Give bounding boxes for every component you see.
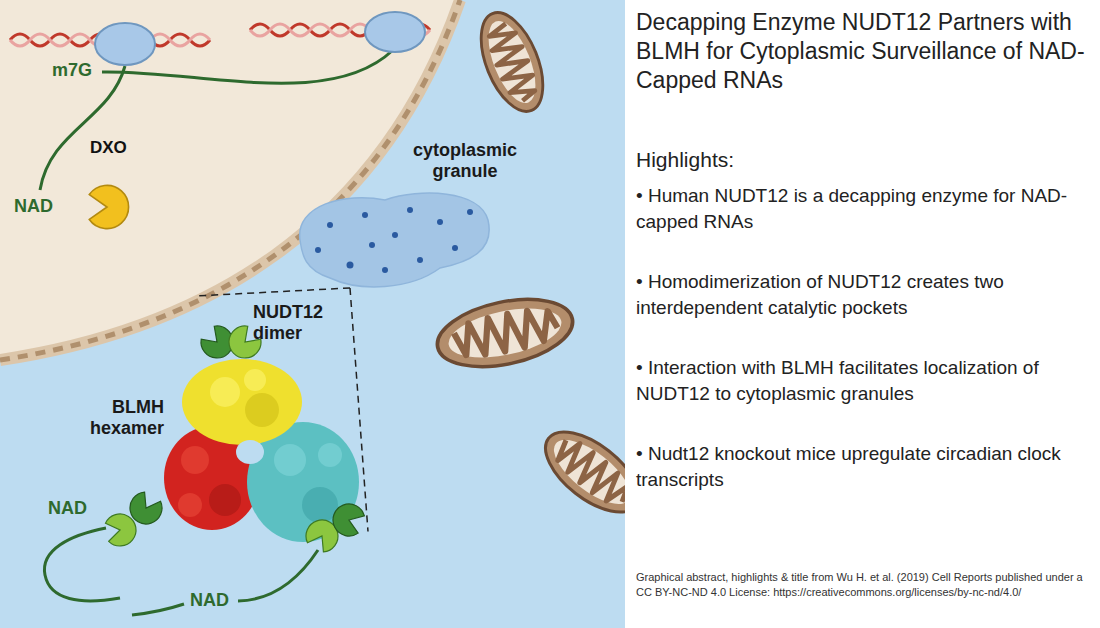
mitochondrion <box>431 288 578 377</box>
rna-strand <box>238 550 318 601</box>
granule-dot <box>417 257 423 263</box>
hexamer-label: BLMH hexamer <box>70 397 164 439</box>
highlights-heading: Highlights: <box>636 147 1091 173</box>
nuclear-envelope <box>0 0 460 360</box>
rna-strand <box>40 66 125 190</box>
granule-dot <box>369 242 375 248</box>
license-caption: Graphical abstract, highlights & title f… <box>636 570 1091 600</box>
granule-body <box>300 193 490 287</box>
highlight-item: • Homodimerization of NUDT12 creates two… <box>636 269 1091 321</box>
granule-label: cytoplasmic granule <box>390 140 540 182</box>
protein-texture <box>210 377 240 407</box>
granule-dot <box>347 262 354 269</box>
granule-dot <box>407 207 413 213</box>
abstract-title: Decapping Enzyme NUDT12 Partners with BL… <box>636 8 1091 95</box>
mitochondrion <box>469 4 556 120</box>
nuclear-pores <box>0 0 460 360</box>
zoom-leader <box>195 288 350 296</box>
enzyme-label: DXO <box>90 138 127 158</box>
cytoplasmic-granule: cytoplasmic granule <box>290 138 545 288</box>
protein-texture <box>245 393 279 427</box>
granule-dot <box>327 222 333 228</box>
cap-label: m7G <box>52 60 92 81</box>
blmh-subunit <box>182 359 302 445</box>
blmh-hexamer <box>164 359 359 542</box>
granule-dot <box>315 247 321 253</box>
dxo-enzyme <box>89 185 128 228</box>
nudt12-subunit <box>124 489 166 530</box>
blmh-hexamer: BLMH hexamer <box>70 375 368 557</box>
cytoplasm-ground <box>0 0 625 628</box>
nudt12-subunit <box>329 499 367 539</box>
granule-dots <box>315 207 473 273</box>
protein-texture <box>318 443 342 467</box>
protein-texture <box>274 444 306 476</box>
polymerase <box>365 12 425 52</box>
zoom-leader <box>350 288 368 532</box>
nucleus <box>0 0 460 360</box>
hexamer-pore <box>236 440 264 464</box>
protein-texture <box>178 493 202 517</box>
granule-dot <box>382 267 388 273</box>
highlight-item: • Nudt12 knockout mice upregulate circad… <box>636 441 1091 493</box>
polymerase <box>95 23 155 65</box>
granule-dot <box>437 219 443 225</box>
granule-dot <box>467 209 473 215</box>
text-panel: Decapping Enzyme NUDT12 Partners with BL… <box>625 0 1100 628</box>
mitochondrion <box>532 417 625 527</box>
granule-dot <box>362 212 368 218</box>
highlight-item: • Interaction with BLMH facilitates loca… <box>636 355 1091 407</box>
cap-label: NAD <box>48 498 87 519</box>
dimer-label: NUDT12 dimer <box>253 302 327 344</box>
protein-texture <box>244 369 266 391</box>
text-column: Decapping Enzyme NUDT12 Partners with BL… <box>636 8 1091 493</box>
rna-strand <box>44 528 120 601</box>
rna-strand <box>132 604 184 615</box>
protein-texture <box>181 446 209 474</box>
granule-dot <box>392 232 398 238</box>
cap-label: NAD <box>14 196 53 217</box>
protein-texture <box>209 484 241 516</box>
highlight-item: • Human NUDT12 is a decapping enzyme for… <box>636 183 1091 235</box>
nudt12-dimer: NUDT12 dimer <box>195 296 331 372</box>
granule-dot <box>452 245 458 251</box>
cap-label: NAD <box>190 590 229 611</box>
